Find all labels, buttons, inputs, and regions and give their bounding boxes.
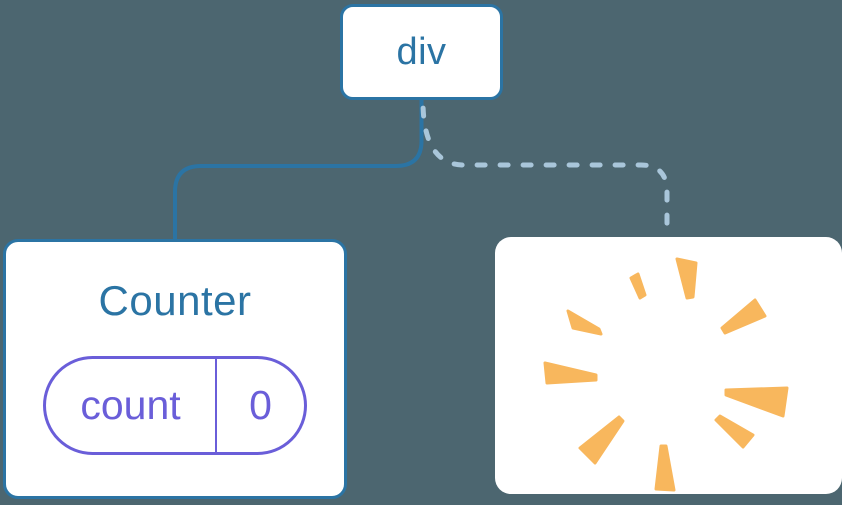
state-value: 0	[249, 382, 272, 428]
state-key-cell: count	[46, 359, 217, 452]
poof-ray	[566, 309, 603, 336]
root-node-label: div	[396, 30, 447, 73]
poof-ray	[629, 272, 647, 300]
state-pill: count 0	[43, 356, 307, 455]
poof-ray	[675, 257, 698, 300]
state-key-label: count	[80, 382, 181, 428]
poof-ray	[543, 361, 598, 385]
poof-ray	[578, 415, 625, 465]
poof-ray	[720, 298, 767, 335]
edge-solid	[173, 98, 424, 241]
poof-icon	[543, 257, 789, 492]
tree-node-counter: Counter count 0	[3, 239, 347, 499]
tree-node-removed	[495, 237, 842, 494]
tree-node-div: div	[340, 4, 503, 100]
counter-title: Counter	[98, 277, 252, 324]
poof-ray	[654, 444, 676, 492]
edge-dashed	[420, 99, 670, 241]
poof-ray	[714, 414, 755, 449]
poof-ray	[724, 386, 789, 418]
state-value-cell: 0	[217, 359, 304, 452]
